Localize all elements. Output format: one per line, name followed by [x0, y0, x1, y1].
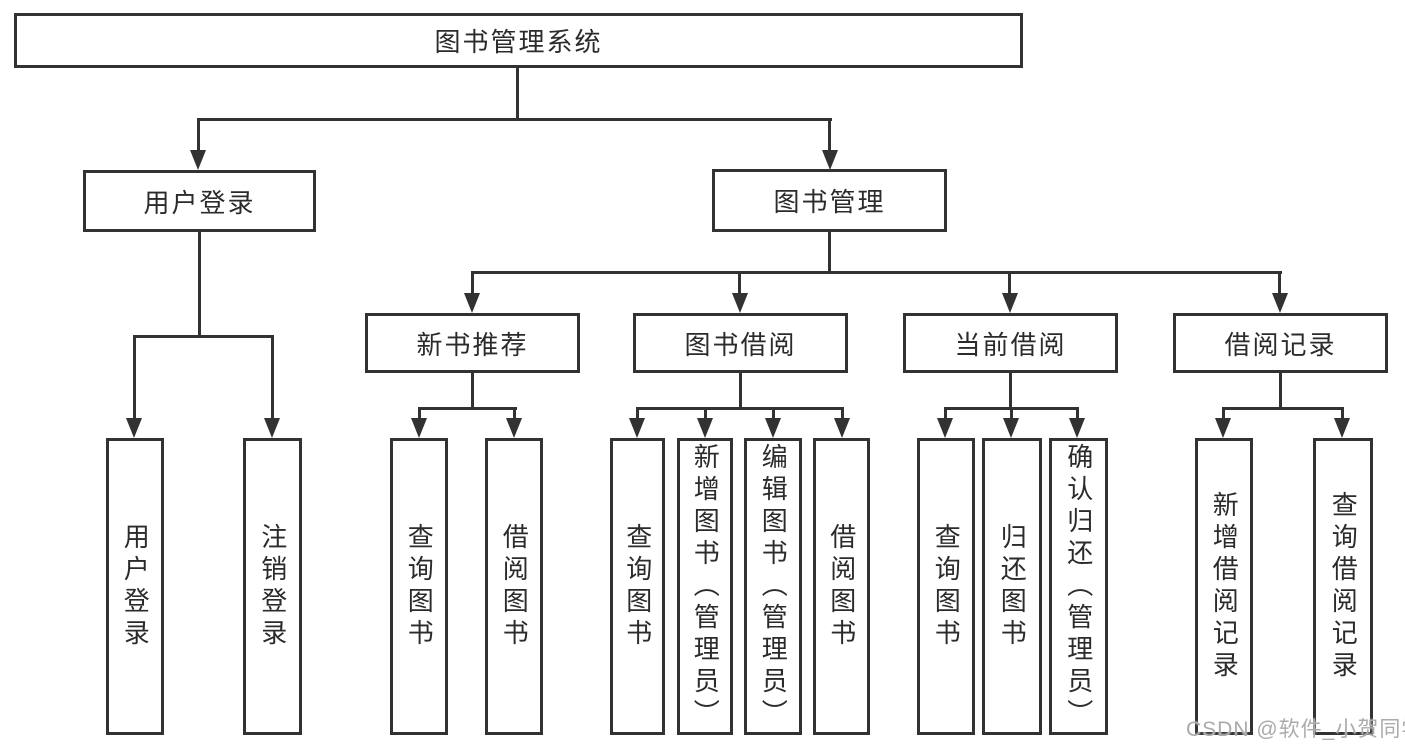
connector-bar [418, 407, 517, 410]
arrow-down-icon [1003, 418, 1019, 438]
connector-drop [1076, 407, 1079, 420]
node-book-borrowing: 图书借阅 [633, 313, 848, 373]
arrow-down-icon [190, 150, 206, 170]
leaf-query-books-current: 查询图书 [917, 438, 975, 735]
node-label: 查询图书 [404, 522, 435, 651]
connector-drop [841, 407, 844, 420]
arrow-down-icon [1002, 293, 1018, 313]
node-borrowing-records: 借阅记录 [1173, 313, 1388, 373]
arrow-down-icon [1334, 418, 1350, 438]
connector-drop [1008, 271, 1011, 295]
node-label: 查询图书 [931, 522, 962, 651]
connector-drop [271, 335, 274, 420]
connector-drop [1278, 271, 1281, 295]
arrow-down-icon [464, 293, 480, 313]
leaf-add-borrow-record: 新增借阅记录 [1195, 438, 1253, 735]
leaf-edit-books-admin: 编辑图书（管理员） [744, 438, 802, 735]
leaf-user-login: 用户登录 [106, 438, 164, 735]
connector-drop [944, 407, 947, 420]
leaf-query-borrow-record: 查询借阅记录 [1313, 438, 1373, 735]
node-label: 编辑图书（管理员） [758, 442, 789, 731]
connector-drop [636, 407, 639, 420]
connector-bar [636, 407, 844, 410]
node-label: 借阅记录 [1224, 329, 1337, 360]
node-label: 图书管理 [773, 187, 886, 217]
arrow-down-icon [506, 418, 522, 438]
arrow-down-icon [1069, 418, 1085, 438]
node-label: 借阅图书 [826, 522, 857, 651]
connector-login-stem [198, 232, 201, 338]
connector-stem [1009, 373, 1012, 410]
node-label: 图书借阅 [684, 329, 797, 360]
connector-drop [418, 407, 421, 420]
leaf-add-books-admin: 新增图书（管理员） [677, 438, 733, 735]
arrow-down-icon [822, 150, 838, 170]
leaf-query-books-borrowing: 查询图书 [610, 438, 665, 735]
connector-drop [704, 407, 707, 420]
arrow-down-icon [834, 418, 850, 438]
connector-drop [772, 407, 775, 420]
node-label: 归还图书 [997, 522, 1028, 651]
connector-drop [1010, 407, 1013, 420]
leaf-query-books-recommend: 查询图书 [390, 438, 448, 735]
csdn-watermark: CSDN @软件_小贺同学 [1186, 718, 1405, 741]
node-label: 注销登录 [257, 522, 288, 651]
connector-login-bar [133, 335, 274, 338]
connector-drop [1222, 407, 1225, 420]
arrow-down-icon [1215, 418, 1231, 438]
arrow-down-icon [765, 418, 781, 438]
node-label: 查询借阅记录 [1328, 490, 1359, 683]
node-current-borrowing: 当前借阅 [903, 313, 1118, 373]
node-label: 确认归还（管理员） [1063, 442, 1094, 731]
connector-drop [828, 118, 831, 152]
node-new-book-recommendation: 新书推荐 [365, 313, 580, 373]
node-label: 查询图书 [622, 522, 653, 651]
arrow-down-icon [411, 418, 427, 438]
node-label: 用户登录 [143, 187, 256, 218]
connector-stem [1279, 373, 1282, 410]
arrow-down-icon [1272, 293, 1288, 313]
leaf-borrow-books-recommend: 借阅图书 [485, 438, 543, 735]
node-book-management: 图书管理 [712, 169, 947, 232]
arrow-down-icon [126, 418, 142, 438]
arrow-down-icon [697, 418, 713, 438]
arrow-down-icon [629, 418, 645, 438]
connector-drop [197, 118, 200, 152]
connector-drop [1341, 407, 1344, 420]
arrow-down-icon [264, 418, 280, 438]
connector-drop [513, 407, 516, 420]
node-library-management-system: 图书管理系统 [14, 13, 1023, 68]
node-label: 借阅图书 [499, 522, 530, 651]
arrow-down-icon [732, 293, 748, 313]
node-label: 新书推荐 [416, 329, 529, 360]
connector-drop [471, 271, 474, 295]
connector-bar [1222, 407, 1344, 410]
leaf-borrow-books-borrowing: 借阅图书 [813, 438, 870, 735]
connector-mgmt-stem [828, 232, 831, 273]
node-label: 图书管理系统 [434, 27, 603, 57]
arrow-down-icon [937, 418, 953, 438]
connector-mgmt-bar [471, 271, 1282, 274]
node-label: 新增借阅记录 [1209, 490, 1240, 683]
connector-stem [471, 373, 474, 410]
leaf-confirm-return-admin: 确认归还（管理员） [1049, 438, 1108, 735]
node-label: 当前借阅 [954, 329, 1067, 360]
connector-root-stem [516, 68, 519, 120]
leaf-logout: 注销登录 [243, 438, 302, 735]
leaf-return-books: 归还图书 [982, 438, 1042, 735]
node-label: 用户登录 [120, 522, 151, 651]
connector-drop [133, 335, 136, 420]
connector-root-bar [197, 118, 832, 121]
node-label: 新增图书（管理员） [690, 442, 721, 731]
node-user-login: 用户登录 [83, 170, 316, 232]
connector-stem [739, 373, 742, 410]
connector-drop [738, 271, 741, 295]
